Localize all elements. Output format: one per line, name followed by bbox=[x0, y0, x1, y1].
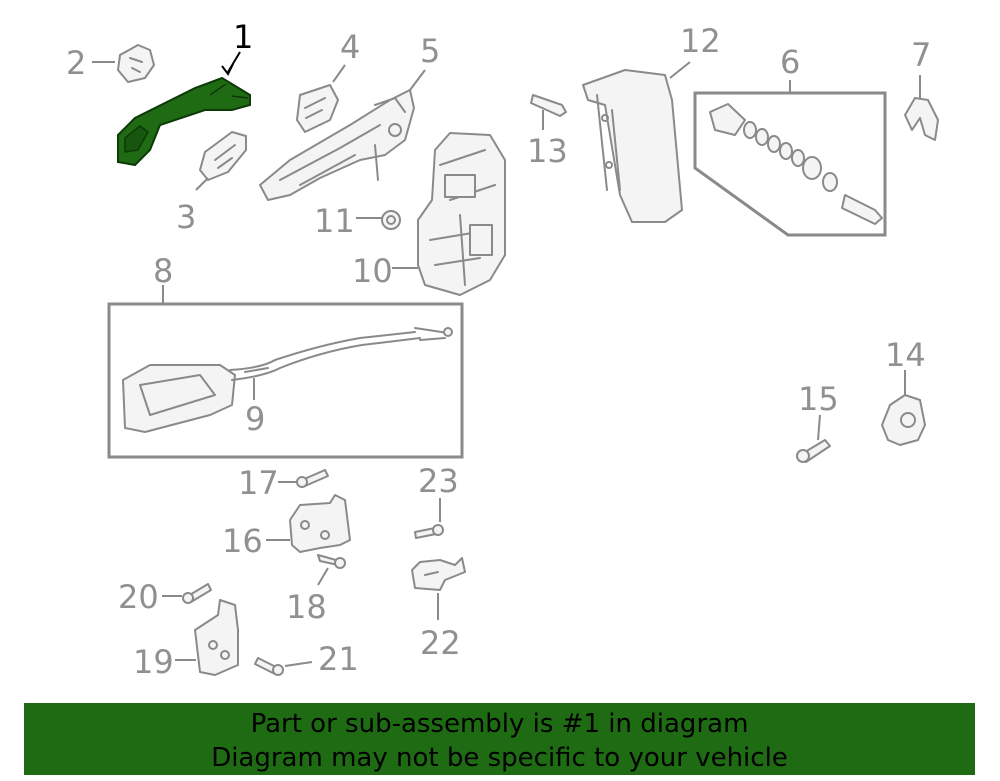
part-13-pin[interactable] bbox=[530, 94, 567, 117]
callout-6[interactable]: 6 bbox=[780, 43, 800, 81]
leader-lines bbox=[92, 51, 921, 667]
callout-23[interactable]: 23 bbox=[418, 462, 459, 500]
part-20-bolt[interactable] bbox=[182, 583, 212, 604]
callout-4[interactable]: 4 bbox=[340, 28, 360, 66]
callout-1[interactable]: 1 bbox=[233, 18, 253, 56]
callout-labels: 1 2 3 4 5 6 7 8 9 10 11 12 13 14 15 16 1… bbox=[66, 18, 931, 681]
callout-9[interactable]: 9 bbox=[245, 400, 265, 438]
part-17-bolt[interactable] bbox=[296, 469, 329, 488]
callout-7[interactable]: 7 bbox=[911, 36, 931, 74]
parts-diagram: 1 2 3 4 5 6 7 8 9 10 11 12 13 14 15 16 1… bbox=[66, 18, 939, 681]
callout-12[interactable]: 12 bbox=[680, 22, 721, 60]
callout-3[interactable]: 3 bbox=[176, 198, 196, 236]
info-banner: Part or sub-assembly is #1 in diagram Di… bbox=[24, 703, 975, 775]
callout-13[interactable]: 13 bbox=[527, 132, 568, 170]
callout-5[interactable]: 5 bbox=[420, 32, 440, 70]
part-6-lock-cylinder-kit[interactable] bbox=[693, 91, 887, 237]
callout-11[interactable]: 11 bbox=[314, 202, 355, 240]
part-12-cover[interactable] bbox=[582, 69, 683, 223]
part-21-bolt[interactable] bbox=[254, 657, 284, 676]
callout-20[interactable]: 20 bbox=[118, 578, 159, 616]
part-5-handle-frame[interactable] bbox=[259, 89, 415, 201]
part-22-bracket[interactable] bbox=[411, 557, 466, 591]
part-1-outside-handle[interactable] bbox=[117, 76, 251, 167]
part-11-grommet[interactable] bbox=[381, 210, 401, 230]
banner-line-1: Part or sub-assembly is #1 in diagram bbox=[250, 709, 749, 739]
part-3-gasket[interactable] bbox=[199, 131, 247, 181]
part-16-hinge[interactable] bbox=[289, 494, 351, 553]
part-19-hinge[interactable] bbox=[194, 599, 239, 676]
callout-10[interactable]: 10 bbox=[352, 252, 393, 290]
callout-8[interactable]: 8 bbox=[153, 252, 173, 290]
part-2-cap[interactable] bbox=[117, 44, 155, 83]
part-10-lock-actuator[interactable] bbox=[417, 132, 506, 296]
callout-22[interactable]: 22 bbox=[420, 624, 461, 662]
callout-15[interactable]: 15 bbox=[798, 380, 839, 418]
part-7-clip[interactable] bbox=[904, 97, 939, 141]
callout-16[interactable]: 16 bbox=[222, 522, 263, 560]
part-15-screw[interactable] bbox=[796, 439, 831, 463]
part-23-bolt[interactable] bbox=[414, 524, 444, 539]
part-8-inside-handle-assembly[interactable] bbox=[107, 302, 464, 459]
callout-17[interactable]: 17 bbox=[238, 464, 279, 502]
part-18-bolt[interactable] bbox=[317, 554, 346, 569]
part-9-cable[interactable] bbox=[244, 367, 269, 373]
part-4-gasket[interactable] bbox=[296, 84, 339, 133]
callout-19[interactable]: 19 bbox=[133, 643, 174, 681]
callout-21[interactable]: 21 bbox=[318, 640, 359, 678]
callout-2[interactable]: 2 bbox=[66, 44, 86, 82]
callout-14[interactable]: 14 bbox=[885, 336, 926, 374]
part-14-striker[interactable] bbox=[881, 394, 926, 446]
callout-18[interactable]: 18 bbox=[286, 588, 327, 626]
banner-line-2: Diagram may not be specific to your vehi… bbox=[211, 743, 788, 773]
